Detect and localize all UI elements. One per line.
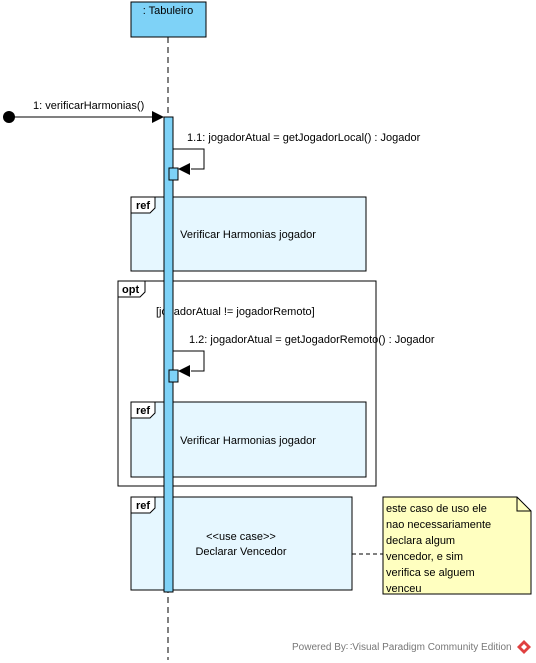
ref-operator-2: ref	[136, 405, 150, 417]
lifeline-head[interactable]	[130, 1, 207, 38]
message-1-2[interactable]: 1.2: jogadorAtual = getJogadorRemoto() :…	[168, 334, 435, 383]
ref-operator-1: ref	[136, 200, 150, 212]
lifeline-name: : Tabuleiro	[143, 5, 194, 17]
opt-operator: opt	[122, 284, 139, 296]
ref-stereotype-3: <<use case>>	[206, 531, 276, 543]
message-1-2-label: 1.2: jogadorAtual = getJogadorRemoto() :…	[189, 334, 435, 346]
message-1-label: 1: verificarHarmonias()	[33, 100, 144, 112]
note-line-6: venceu	[386, 583, 421, 595]
note-line-4: vencedor, e sim	[386, 551, 463, 563]
watermark-text: Powered By∷Visual Paradigm Community Edi…	[292, 642, 512, 653]
note-line-2: nao necessariamente	[386, 519, 491, 531]
visual-paradigm-logo-icon	[517, 640, 531, 654]
ref-operator-3: ref	[136, 500, 150, 512]
nested-activation-1	[168, 167, 179, 181]
ref-text-1: Verificar Harmonias jogador	[180, 229, 316, 241]
note-line-3: declara algum	[386, 535, 455, 547]
nested-activation-2	[168, 369, 179, 383]
message-1-1[interactable]: 1.1: jogadorAtual = getJogadorLocal() : …	[168, 132, 421, 181]
message-1[interactable]: 1: verificarHarmonias()	[3, 100, 164, 123]
note[interactable]: este caso de uso ele nao necessariamente…	[382, 496, 532, 595]
note-line-5: verifica se alguem	[386, 567, 475, 579]
message-1-1-label: 1.1: jogadorAtual = getJogadorLocal() : …	[187, 132, 421, 144]
opt-guard: [jogadorAtual != jogadorRemoto]	[156, 306, 315, 318]
ref-text-2: Verificar Harmonias jogador	[180, 435, 316, 447]
note-line-1: este caso de uso ele	[386, 503, 487, 515]
ref-text-3: Declarar Vencedor	[195, 546, 286, 558]
activation-bar[interactable]	[163, 116, 174, 593]
